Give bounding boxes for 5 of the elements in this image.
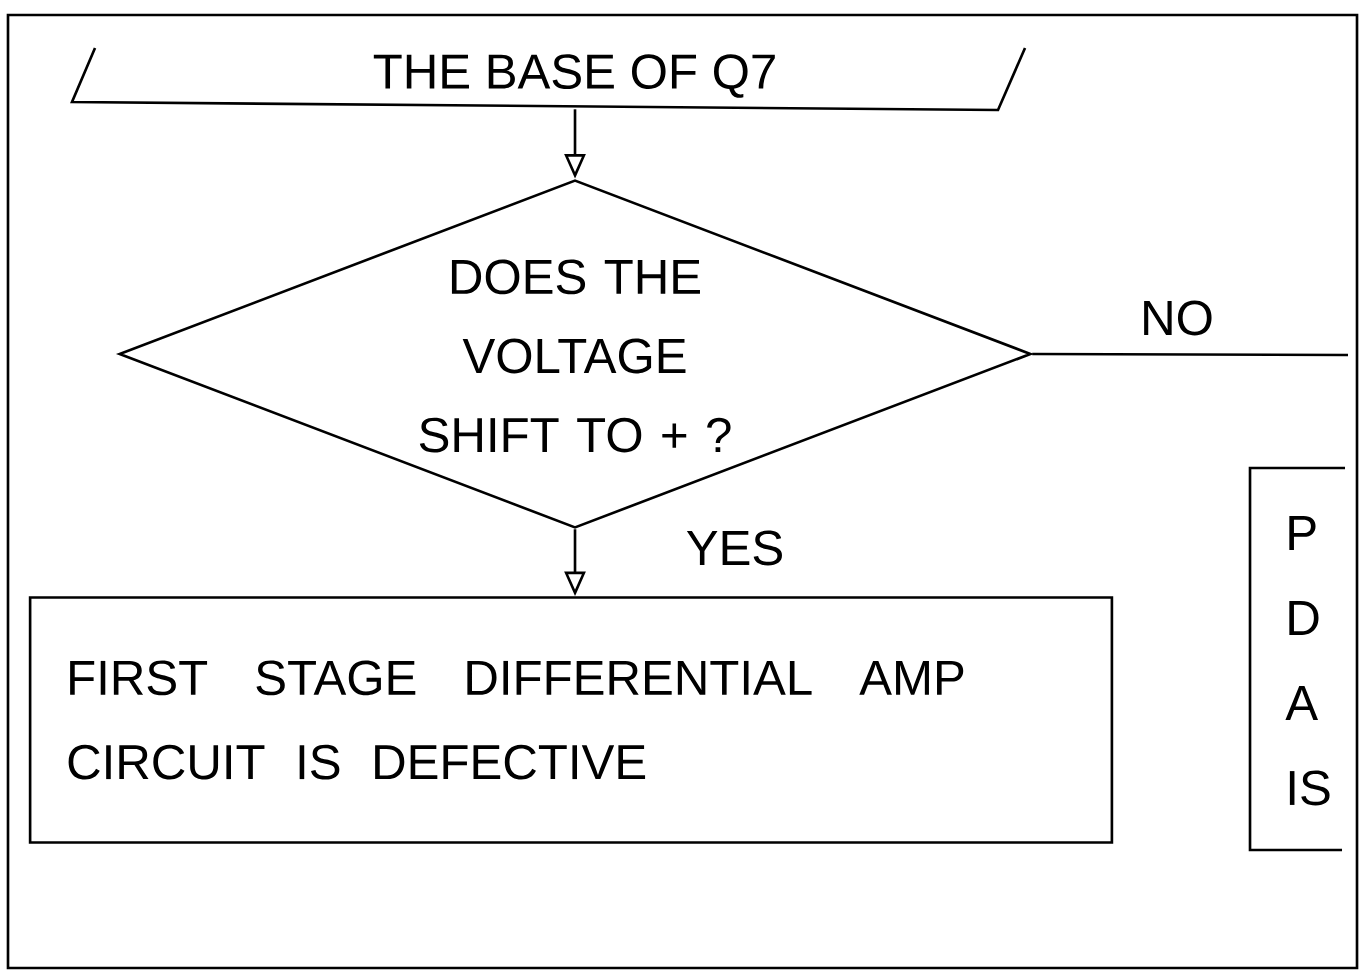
edge-label: YES [682, 527, 788, 569]
input-output-parallelogram: THE BASE OF Q7 [70, 47, 1027, 112]
process-box: P D A IS [1248, 466, 1345, 852]
edge-label: NO [1136, 297, 1218, 339]
process-box: FIRST STAGE DIFFERENTIAL AMP CIRCUIT IS DEFECTIVE [28, 596, 1114, 844]
